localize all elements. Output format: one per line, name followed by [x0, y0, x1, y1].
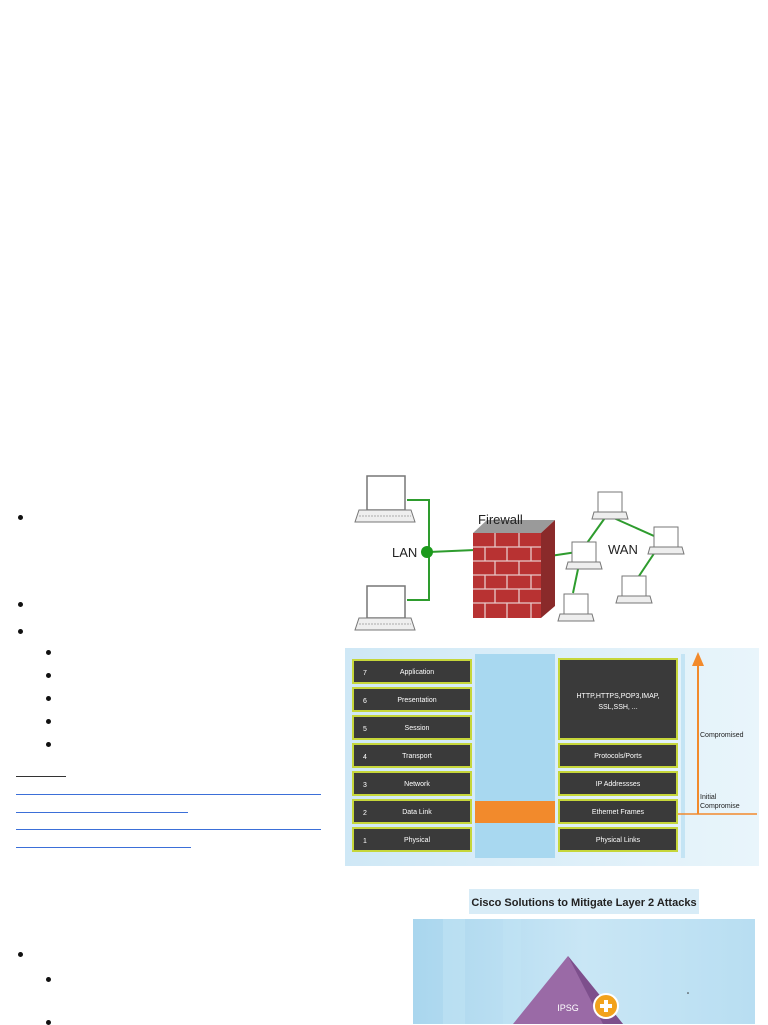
compromise-label: Compromise	[700, 803, 740, 810]
sub-bullet-6	[46, 977, 51, 982]
osi-layer-number: 2	[363, 810, 367, 817]
osi-layer-box	[352, 771, 472, 796]
osi-layer-number: 4	[363, 754, 367, 761]
initial-label: Initial	[700, 794, 717, 801]
osi-layer-number: 1	[363, 838, 367, 845]
datalink-highlight	[475, 801, 555, 823]
osi-layer-name: Network	[404, 781, 430, 788]
firewall-label: Firewall	[478, 512, 523, 527]
source-heading-underline	[16, 776, 66, 777]
protocol-physical: Physical Links	[596, 837, 641, 844]
protocol-datalink: Ethernet Frames	[592, 809, 645, 816]
lan-laptop-bottom-icon	[354, 585, 416, 631]
protocol-upper-line2: SSL,SSH, ...	[598, 704, 637, 711]
sub-bullet-5	[46, 742, 51, 747]
osi-layer-number: 7	[363, 670, 367, 677]
osi-layer-name: Physical	[404, 837, 431, 844]
osi-layer-number: 5	[363, 726, 367, 733]
reference-link-1[interactable]	[16, 794, 321, 795]
bullet-3	[18, 629, 23, 634]
lan-hub-dot	[421, 546, 433, 558]
osi-layer-number: 3	[363, 782, 367, 789]
osi-layer-box	[352, 827, 472, 852]
cisco-solutions-diagram: Cisco Solutions to Mitigate Layer 2 Atta…	[413, 889, 755, 1024]
wan-laptop-4-icon	[615, 575, 653, 604]
sub-bullet-1	[46, 650, 51, 655]
osi-layer-box	[352, 715, 472, 740]
osi-layer-name: Application	[400, 669, 434, 676]
bullet-2	[18, 602, 23, 607]
protocol-network: IP Addressses	[596, 781, 641, 788]
osi-layer-name: Session	[405, 725, 430, 732]
compromise-arrow-icon	[692, 652, 704, 666]
osi-layer-box	[352, 687, 472, 712]
osi-layer-number: 6	[363, 698, 367, 705]
osi-layer-box	[352, 659, 472, 684]
compromised-label: Compromised	[700, 732, 744, 739]
protocol-upper-line1: HTTP,HTTPS,POP3,IMAP,	[577, 693, 660, 700]
wan-label: WAN	[608, 542, 638, 557]
protocol-transport: Protocols/Ports	[594, 753, 642, 760]
sub-bullet-7	[46, 1020, 51, 1025]
osi-layer-name: Presentation	[397, 697, 436, 704]
reference-link-2-cont[interactable]	[16, 847, 191, 848]
osi-layer-diagram: 7 Application 6 Presentation 5 Session 4 Transp…	[345, 648, 759, 866]
reference-link-1-cont[interactable]	[16, 812, 188, 813]
sub-bullet-2	[46, 673, 51, 678]
osi-layer-name: Data Link	[402, 809, 432, 816]
firewall-network-diagram: Firewall LAN WAN	[345, 470, 700, 638]
firewall-wall-icon	[473, 520, 555, 618]
bullet-4	[18, 952, 23, 957]
lan-laptop-top-icon	[354, 475, 416, 523]
ipsg-label: IPSG	[557, 1003, 579, 1013]
lan-label: LAN	[392, 545, 417, 560]
wan-laptop-1-icon	[591, 491, 629, 520]
reference-link-2[interactable]	[16, 829, 321, 830]
bullet-1	[18, 515, 23, 520]
sub-bullet-3	[46, 696, 51, 701]
osi-layer-name: Transport	[402, 753, 432, 760]
wan-laptop-3-icon	[565, 541, 603, 570]
wan-laptop-5-icon	[557, 593, 595, 622]
osi-layer-box	[352, 799, 472, 824]
wan-laptop-2-icon	[647, 526, 685, 555]
cisco-title: Cisco Solutions to Mitigate Layer 2 Atta…	[471, 897, 696, 909]
osi-layer-box	[352, 743, 472, 768]
sub-bullet-4	[46, 719, 51, 724]
